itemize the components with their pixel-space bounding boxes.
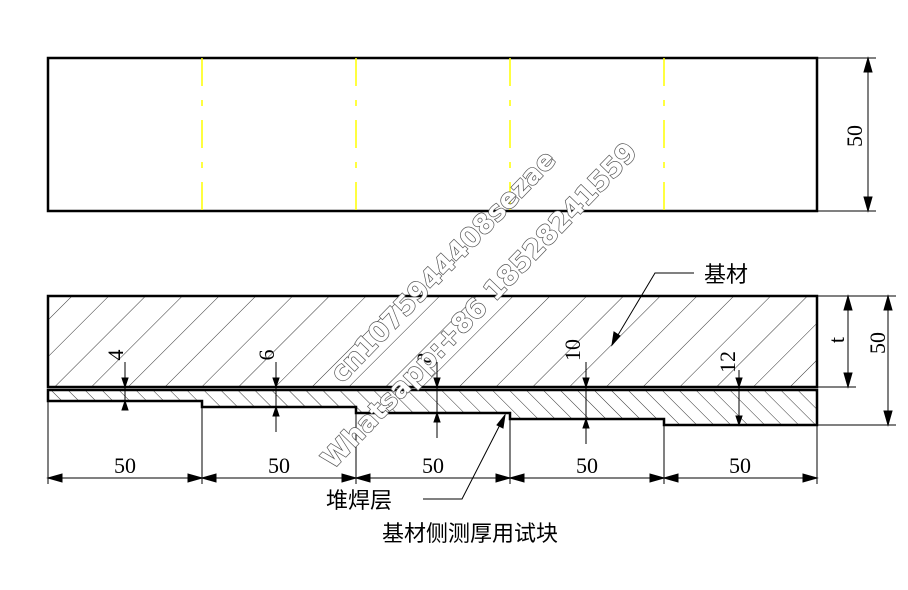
depth-label-3: 8 [412, 353, 437, 364]
width-dimensions [46, 401, 819, 484]
top-height-dimension [817, 56, 876, 213]
segment-center-lines [201, 58, 665, 211]
base-metal-label: 基材 [704, 263, 748, 288]
width-label-2: 50 [268, 453, 290, 478]
top-view-outline [46, 56, 819, 213]
overlay-layer-label: 堆焊层 [326, 489, 392, 514]
width-label-5: 50 [729, 453, 751, 478]
depth-label-2: 6 [254, 350, 279, 361]
top-height-dim-label: 50 [842, 125, 867, 147]
width-label-1: 50 [114, 453, 136, 478]
width-label-4: 50 [576, 453, 598, 478]
drawing-caption: 基材侧测厚用试块 [382, 522, 558, 547]
depth-label-4: 10 [560, 339, 585, 361]
section-right-dimensions [817, 294, 896, 427]
base-metal-leader [611, 272, 694, 347]
overlay-leader [423, 413, 506, 500]
overlay-weld-layer [46, 388, 819, 427]
section-view: 4 6 8 10 12 t 50 [46, 263, 896, 514]
thickness-symbol: t [824, 337, 849, 343]
depth-markers [121, 362, 743, 444]
base-metal [46, 294, 819, 389]
depth-label-5: 12 [715, 351, 740, 373]
depth-label-1: 4 [103, 350, 128, 361]
width-label-3: 50 [422, 453, 444, 478]
top-view: 50 [46, 56, 876, 213]
section-height-dim-label: 50 [865, 332, 890, 354]
